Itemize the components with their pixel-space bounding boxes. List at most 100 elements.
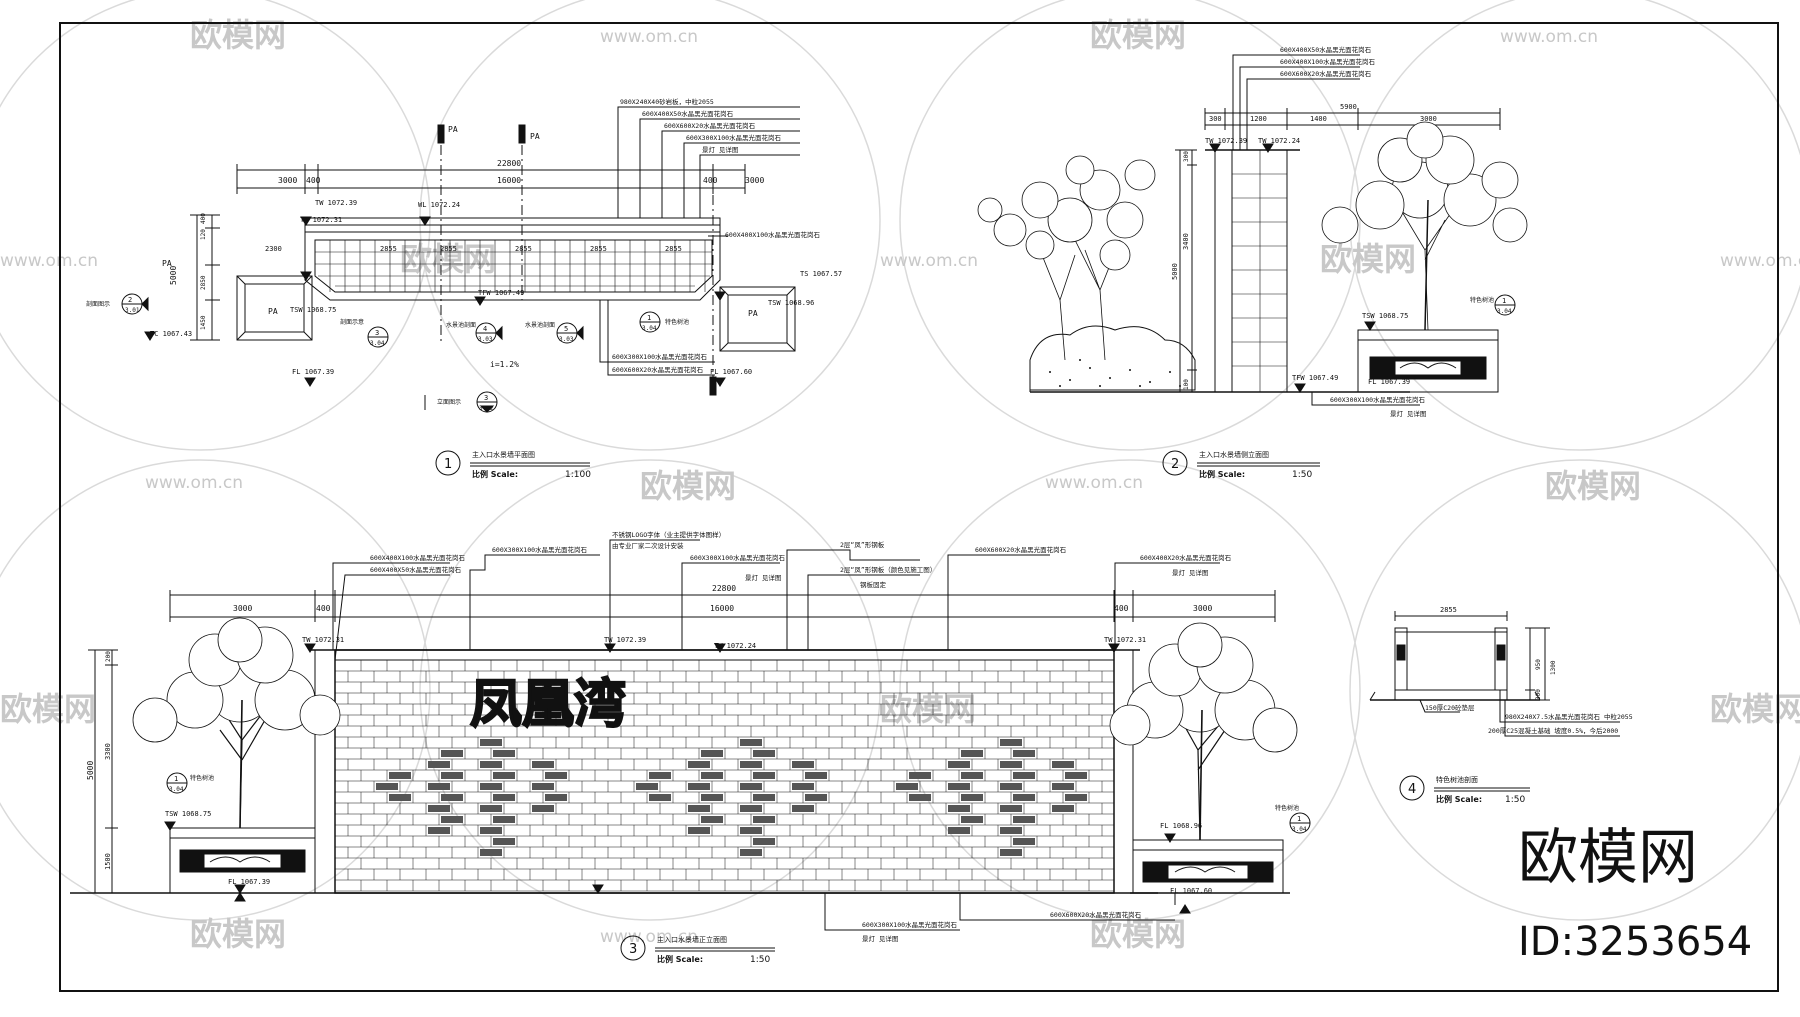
- plan-level: TS 1067.57: [800, 270, 842, 278]
- plan-inner-dim: 2300: [265, 245, 282, 253]
- title-index: 3: [629, 942, 637, 957]
- section-dim-vertical: 3400: [1182, 233, 1190, 250]
- corner-brand-id: ID:3253654: [1518, 919, 1752, 965]
- section-dim-top: 3000: [1420, 115, 1437, 123]
- detail-dim-right: 300: [1535, 689, 1542, 700]
- section-callout-bottom: 600X300X100水晶黑光面花岗石: [1330, 395, 1426, 404]
- section-tree-foliage-left: [977, 155, 1156, 271]
- elev-callout: 不锈钢LOGO字体（业主提供字体图样）: [612, 530, 725, 539]
- title-index: 1: [444, 457, 452, 472]
- title-text: 特色树池剖面: [1436, 775, 1478, 784]
- svg-text:特色树池: 特色树池: [190, 774, 214, 782]
- svg-text:水景池剖面: 水景池剖面: [525, 321, 555, 329]
- elev-dim-vertical: 200: [105, 651, 112, 662]
- plan-inner-dim: 2855: [665, 245, 682, 253]
- scale-label: 比例 Scale:: [657, 954, 703, 964]
- elev-level: FL 1067.60: [1170, 887, 1212, 895]
- plan-paving-grid: [315, 240, 712, 292]
- plan-dim-top-4: 400: [703, 176, 718, 185]
- plan-dim-top-5: 3000: [745, 176, 764, 185]
- plan-drawing: [144, 106, 800, 396]
- svg-text:3.04: 3.04: [642, 325, 657, 332]
- scale-label: 比例 Scale:: [472, 469, 518, 479]
- section-dim-vertical: 5000: [1171, 263, 1179, 280]
- svg-text:2: 2: [128, 296, 132, 304]
- section-marker: 1 3.04 特色树池: [1275, 804, 1311, 834]
- section-marker: 5 3.03 水景池剖面: [525, 321, 584, 344]
- elevation-markers: 1 3.04 特色树池 1 3.04 特色树池: [166, 772, 1311, 834]
- watermark-site: www.om.cn: [1720, 251, 1800, 271]
- plan-level: TSW 1068.75: [290, 306, 336, 314]
- elev-dim-vertical: 3300: [104, 743, 112, 760]
- elev-callout: 2层“凤”形钢板（颜色见施工图）: [840, 565, 936, 574]
- section-dim-vertical: 300: [1183, 151, 1190, 162]
- section-level: TFW 1067.49: [1292, 374, 1338, 382]
- watermark-brand: 欧模网: [640, 467, 736, 505]
- watermark-site: www.om.cn: [0, 251, 98, 271]
- section-marker: 1 3.04 特色树池: [166, 772, 214, 794]
- scale-label: 比例 Scale:: [1199, 469, 1245, 479]
- section-marker: 3 3.04 剖面示意: [340, 318, 389, 348]
- elev-level: TW 1072.31: [1104, 636, 1146, 644]
- elev-level: TSW 1068.75: [165, 810, 211, 818]
- plan-dim-top-1: 3000: [278, 176, 297, 185]
- section-level: TSW 1068.75: [1362, 312, 1408, 320]
- svg-text:3.02: 3.02: [479, 405, 494, 412]
- section-marker: 1 3.04 特色树池: [1470, 294, 1516, 316]
- elev-dim-top: 400: [316, 604, 331, 613]
- elev-callout: 600X400X100水晶黑光面花岗石: [370, 553, 466, 562]
- plan-labels: 3000 400 16000 400 3000 22800 5000 400 1…: [150, 97, 842, 376]
- plan-callout: 景灯 见详图: [702, 145, 738, 154]
- detail-callout: 150厚C20砼垫层: [1425, 703, 1475, 712]
- sheet-frame: [59, 22, 1779, 992]
- scale-value: 1:100: [565, 470, 591, 480]
- section-callout-note: 景灯 见详图: [1390, 409, 1426, 418]
- plan-inner-dim: 2855: [380, 245, 397, 253]
- section-labels: 300 1200 1400 3000 5900 300 3400 5000 10…: [1171, 45, 1437, 418]
- section-level: TW 1072.39: [1205, 137, 1247, 145]
- elevation-marker: 3 3.02 立面图示: [424, 391, 498, 413]
- plan-pa: PA: [162, 259, 172, 268]
- section-callout: 600X600X20水晶黑光面花岗石: [1280, 69, 1372, 78]
- plan-dim-left-part: 2850: [200, 275, 207, 290]
- section-callout: 600X400X100水晶黑光面花岗石: [1280, 57, 1376, 66]
- scale-value: 1:50: [1292, 470, 1312, 480]
- svg-text:5: 5: [564, 325, 568, 333]
- elev-dim-top: 3000: [233, 604, 252, 613]
- elev-callout: 景灯 见详图: [745, 573, 781, 582]
- plan-level: FL 1067.39: [292, 368, 334, 376]
- plan-inner-dim: 2855: [590, 245, 607, 253]
- side-section-drawing: [1029, 54, 1501, 406]
- title-text: 主入口水景墙正立面图: [657, 935, 727, 944]
- scale-value: 1:50: [1505, 795, 1525, 805]
- detail-dim-right: 1300: [1550, 660, 1557, 675]
- plan-dim-overall: 22800: [497, 159, 521, 168]
- title-text: 主入口水景墙平面图: [472, 450, 535, 459]
- plan-callout: 980X240X40砂岩板，中粒2055: [620, 97, 714, 106]
- elev-callout: 2层“凤”形钢板: [840, 540, 885, 549]
- plan-callout-cover: 600X400X100水晶黑光面花岗石: [725, 230, 821, 239]
- title-block-2: 2 主入口水景墙侧立面图 比例 Scale: 1:50: [1162, 450, 1320, 480]
- watermark-layer: 欧模网 欧模网 www.om.cn www.om.cn www.om.cn ww…: [0, 0, 1800, 953]
- plan-dim-left-part: 1450: [200, 315, 207, 330]
- plan-level: TW 1072.31: [300, 216, 342, 224]
- title-block-4: 4 特色树池剖面 比例 Scale: 1:50: [1399, 775, 1530, 805]
- watermark-brand: 欧模网: [1320, 240, 1416, 278]
- section-dim-overall: 5900: [1340, 103, 1357, 111]
- elevation-level-markers: [164, 643, 1191, 914]
- plan-dim-top-2: 400: [306, 176, 321, 185]
- plan-level: FL 1067.60: [710, 368, 752, 376]
- plan-level: TSW 1068.96: [768, 299, 814, 307]
- elev-callout: 600X600X20水晶黑光面花岗石: [975, 545, 1067, 554]
- svg-text:1: 1: [647, 314, 651, 322]
- svg-text:1: 1: [174, 775, 178, 783]
- planter-detail-drawing: [1369, 611, 1620, 737]
- section-marker: 2 3.01 剖面图示: [86, 293, 149, 315]
- section-tree-foliage-right: [1321, 121, 1528, 244]
- svg-text:3: 3: [375, 329, 379, 337]
- section-wall-courses: [1232, 150, 1287, 392]
- section-shrub-dots: [1049, 359, 1181, 387]
- svg-text:3: 3: [484, 394, 488, 402]
- watermark-brand: 欧模网: [1090, 915, 1186, 953]
- title-block-3: 3 主入口水景墙正立面图 比例 Scale: 1:50: [620, 935, 775, 965]
